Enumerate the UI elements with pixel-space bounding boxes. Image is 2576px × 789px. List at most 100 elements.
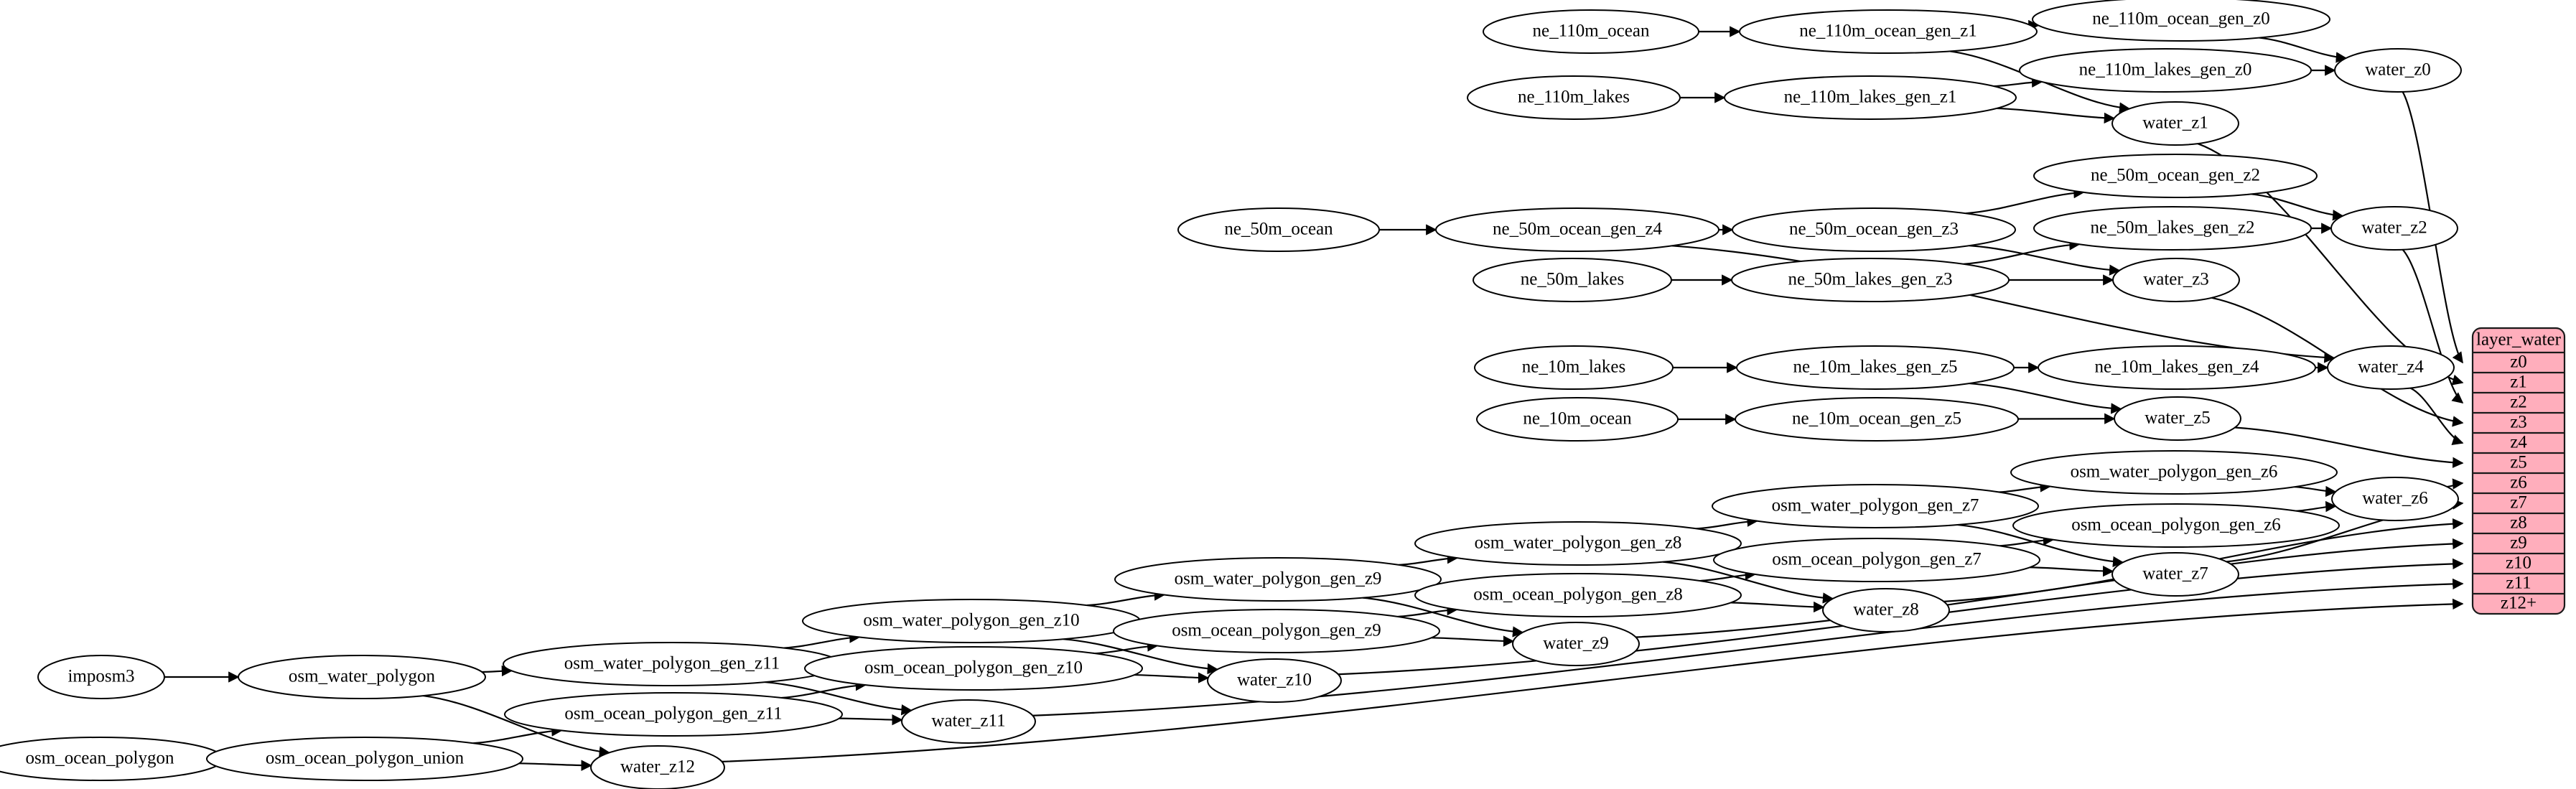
- node-label: water_z3: [2143, 270, 2209, 289]
- layer-water-row-z3[interactable]: z3: [2510, 413, 2527, 432]
- layer-water-row-z9[interactable]: z9: [2510, 533, 2527, 553]
- node-ne_10m_lakes[interactable]: ne_10m_lakes: [1474, 345, 1674, 390]
- layer-water-row-z6[interactable]: z6: [2510, 473, 2527, 492]
- edge-water_z6-to-layer_water-z6: [2447, 478, 2464, 490]
- layer-water-row-z2[interactable]: z2: [2510, 393, 2527, 412]
- node-osm_water_polygon_gen_z7[interactable]: osm_water_polygon_gen_z7: [1712, 484, 2039, 528]
- layer-water-row-z8[interactable]: z8: [2510, 513, 2527, 533]
- edge-osm_water_polygon_gen_z11-to-water_z11: [765, 681, 913, 716]
- node-water_z7[interactable]: water_z7: [2111, 552, 2239, 597]
- node-ne_110m_lakes_gen_z0[interactable]: ne_110m_lakes_gen_z0: [2019, 48, 2312, 93]
- node-shape: [804, 646, 1143, 691]
- layer-water-row-z0[interactable]: z0: [2510, 353, 2527, 372]
- node-ne_10m_lakes_gen_z4[interactable]: ne_10m_lakes_gen_z4: [2038, 345, 2316, 390]
- node-ne_110m_ocean[interactable]: ne_110m_ocean: [1483, 9, 1699, 54]
- node-ne_10m_ocean[interactable]: ne_10m_ocean: [1476, 397, 1679, 442]
- node-water_z10[interactable]: water_z10: [1207, 658, 1342, 703]
- node-water_z3[interactable]: water_z3: [2112, 258, 2240, 302]
- layer-water-row-z7[interactable]: z7: [2510, 493, 2527, 513]
- node-ne_50m_ocean_gen_z2[interactable]: ne_50m_ocean_gen_z2: [2033, 154, 2318, 198]
- node-osm_ocean_polygon_gen_z11[interactable]: osm_ocean_polygon_gen_z11: [504, 692, 843, 737]
- edge-ne_110m_ocean_gen_z0-to-water_z0: [2259, 37, 2348, 63]
- node-ne_50m_lakes_gen_z3[interactable]: ne_50m_lakes_gen_z3: [1731, 258, 2010, 302]
- node-label: ne_10m_lakes_gen_z4: [2094, 358, 2259, 377]
- node-label: ne_10m_lakes: [1522, 358, 1625, 377]
- node-ne_110m_lakes_gen_z1[interactable]: ne_110m_lakes_gen_z1: [1724, 75, 2017, 120]
- node-label: water_z12: [620, 757, 695, 777]
- layer-water-table: layer_water z0z1z2z3z4z5z6z7z8z9z10z11z12…: [2471, 327, 2566, 615]
- layer-water-table-body: [2471, 327, 2566, 615]
- edge-ne_50m_ocean_gen_z3-to-ne_50m_ocean_gen_z2: [1965, 187, 2085, 215]
- node-shape: [2033, 206, 2312, 251]
- node-shape: [2010, 450, 2338, 495]
- node-label: ne_110m_ocean_gen_z0: [2092, 9, 2270, 29]
- node-osm_ocean_polygon_gen_z8[interactable]: osm_ocean_polygon_gen_z8: [1414, 573, 1742, 617]
- node-shape: [2111, 101, 2239, 146]
- node-water_z6[interactable]: water_z6: [2331, 477, 2459, 521]
- edge-osm_water_polygon_gen_z6-to-water_z6: [2294, 485, 2337, 498]
- edge-osm_water_polygon-to-osm_water_polygon_gen_z11: [482, 665, 513, 677]
- node-shape: [504, 692, 843, 737]
- node-osm_ocean_polygon[interactable]: osm_ocean_polygon: [0, 737, 224, 781]
- node-label: ne_110m_lakes: [1518, 88, 1630, 107]
- node-osm_water_polygon[interactable]: osm_water_polygon: [238, 655, 486, 699]
- node-shape: [238, 655, 486, 699]
- node-ne_50m_ocean[interactable]: ne_50m_ocean: [1177, 207, 1380, 252]
- node-osm_ocean_polygon_union[interactable]: osm_ocean_polygon_union: [206, 737, 523, 781]
- layer-water-row-z4[interactable]: z4: [2510, 433, 2527, 452]
- edge-osm_ocean_polygon_gen_z9-to-water_z9: [1431, 635, 1515, 647]
- node-water_z8[interactable]: water_z8: [1822, 588, 1950, 632]
- node-osm_water_polygon_gen_z9[interactable]: osm_water_polygon_gen_z9: [1114, 557, 1442, 602]
- node-ne_110m_ocean_gen_z0[interactable]: ne_110m_ocean_gen_z0: [2032, 0, 2330, 42]
- edge-osm_ocean_polygon_gen_z10-to-osm_ocean_polygon_gen_z9: [1095, 640, 1159, 655]
- node-label: water_z7: [2142, 564, 2208, 584]
- node-osm_water_polygon_gen_z8[interactable]: osm_water_polygon_gen_z8: [1414, 521, 1742, 566]
- node-label: water_z9: [1543, 634, 1609, 653]
- node-water_z4[interactable]: water_z4: [2327, 345, 2455, 390]
- layer-water-row-z11[interactable]: z11: [2506, 574, 2531, 593]
- node-water_z2[interactable]: water_z2: [2330, 206, 2458, 251]
- node-label: osm_ocean_polygon_gen_z7: [1772, 550, 1982, 569]
- node-water_z0[interactable]: water_z0: [2334, 48, 2462, 93]
- node-shape: [1739, 9, 2038, 54]
- node-osm_water_polygon_gen_z6[interactable]: osm_water_polygon_gen_z6: [2010, 450, 2338, 495]
- node-ne_110m_lakes[interactable]: ne_110m_lakes: [1467, 75, 1681, 120]
- edge-osm_water_polygon_gen_z8-to-water_z8: [1663, 561, 1834, 604]
- node-ne_10m_ocean_gen_z5[interactable]: ne_10m_ocean_gen_z5: [1735, 397, 2019, 442]
- layer-water-row-z12+[interactable]: z12+: [2501, 594, 2537, 613]
- layer-water-table-title: layer_water: [2476, 330, 2562, 350]
- node-osm_ocean_polygon_gen_z7[interactable]: osm_ocean_polygon_gen_z7: [1713, 538, 2040, 582]
- node-label: water_z5: [2145, 408, 2211, 428]
- node-ne_50m_lakes_gen_z2[interactable]: ne_50m_lakes_gen_z2: [2033, 206, 2312, 251]
- node-label: osm_ocean_polygon_gen_z9: [1172, 621, 1381, 640]
- node-osm_ocean_polygon_gen_z10[interactable]: osm_ocean_polygon_gen_z10: [804, 646, 1143, 691]
- edge-ne_50m_ocean_gen_z4-to-water_z4: [1671, 245, 2335, 363]
- layer-water-row-z5[interactable]: z5: [2510, 453, 2527, 472]
- node-water_z11[interactable]: water_z11: [901, 699, 1036, 744]
- node-osm_ocean_polygon_gen_z6[interactable]: osm_ocean_polygon_gen_z6: [2012, 503, 2340, 548]
- node-ne_50m_ocean_gen_z4[interactable]: ne_50m_ocean_gen_z4: [1435, 207, 1719, 252]
- node-ne_10m_lakes_gen_z5[interactable]: ne_10m_lakes_gen_z5: [1736, 345, 2015, 390]
- node-shape: [1732, 207, 2016, 252]
- node-shape: [1435, 207, 1719, 252]
- node-imposm3[interactable]: imposm3: [37, 655, 165, 699]
- node-water_z12[interactable]: water_z12: [590, 745, 725, 789]
- node-osm_water_polygon_gen_z10[interactable]: osm_water_polygon_gen_z10: [802, 599, 1141, 643]
- node-water_z5[interactable]: water_z5: [2114, 396, 2241, 441]
- edge-osm_ocean_polygon_union-to-water_z12: [519, 760, 592, 771]
- node-water_z9[interactable]: water_z9: [1512, 622, 1640, 666]
- layer-water-row-z10[interactable]: z10: [2506, 554, 2531, 573]
- node-ne_110m_ocean_gen_z1[interactable]: ne_110m_ocean_gen_z1: [1739, 9, 2038, 54]
- layer-water-row-z1[interactable]: z1: [2510, 373, 2527, 392]
- node-water_z1[interactable]: water_z1: [2111, 101, 2239, 146]
- node-shape: [590, 745, 725, 789]
- edge-osm_ocean_polygon_union-to-osm_ocean_polygon_gen_z11: [473, 725, 563, 744]
- edge-ne_50m_lakes_gen_z3-to-ne_50m_lakes_gen_z2: [1963, 239, 2081, 265]
- node-osm_ocean_polygon_gen_z9[interactable]: osm_ocean_polygon_gen_z9: [1113, 609, 1440, 653]
- edge-osm_water_polygon_gen_z7-to-osm_water_polygon_gen_z6: [1999, 481, 2051, 493]
- node-ne_50m_lakes[interactable]: ne_50m_lakes: [1473, 258, 1672, 302]
- node-osm_water_polygon_gen_z11[interactable]: osm_water_polygon_gen_z11: [503, 642, 841, 686]
- edge-ne_10m_lakes_gen_z5-to-water_z5: [1969, 382, 2122, 414]
- node-ne_50m_ocean_gen_z3[interactable]: ne_50m_ocean_gen_z3: [1732, 207, 2016, 252]
